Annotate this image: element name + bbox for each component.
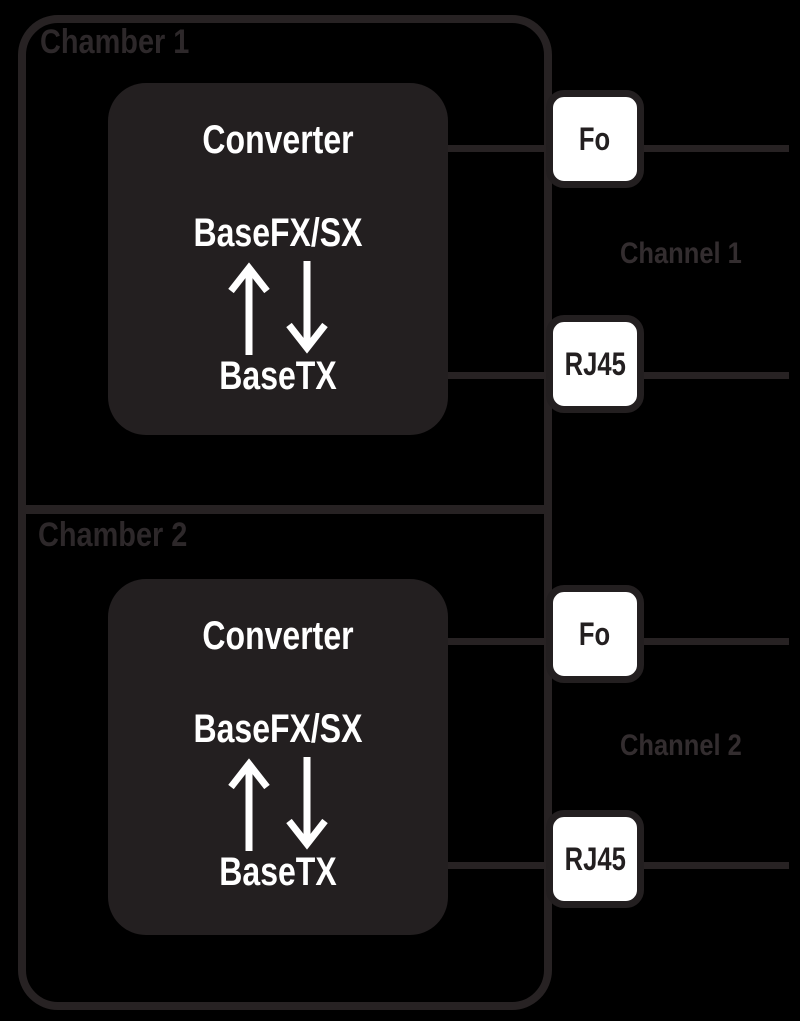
fo-port-2-box: Fo <box>546 585 644 683</box>
converter-1-direction-arrows <box>108 261 448 355</box>
chambers-outline <box>18 15 552 1010</box>
up-arrow-icon <box>227 757 271 851</box>
rj45-port-1-label: RJ45 <box>564 346 626 382</box>
fo-port-1-box: Fo <box>546 90 644 188</box>
down-arrow-icon <box>285 261 329 355</box>
connector-line <box>644 372 789 379</box>
connector-line <box>642 638 789 645</box>
fo-port-1-label: Fo <box>579 121 611 157</box>
chamber-divider-line <box>24 505 546 514</box>
rj45-port-2-label: RJ45 <box>564 841 626 877</box>
connector-line <box>642 145 789 152</box>
connector-line <box>448 145 548 152</box>
rj45-port-1-box: RJ45 <box>546 315 644 413</box>
converter-1-fiber-standard-label: BaseFX/SX <box>193 211 363 255</box>
chamber-2-label: Chamber 2 <box>38 516 188 554</box>
converter-1-box: Converter BaseFX/SX BaseTX <box>108 83 448 435</box>
rj45-port-2-box: RJ45 <box>546 810 644 908</box>
converter-2-fiber-standard-label: BaseFX/SX <box>193 707 363 751</box>
converter-1-copper-standard-label: BaseTX <box>219 354 337 398</box>
connector-line <box>448 638 548 645</box>
converter-2-title: Converter <box>202 614 354 658</box>
connector-line <box>642 862 789 869</box>
converter-2-box: Converter BaseFX/SX BaseTX <box>108 579 448 935</box>
channel-1-label: Channel 1 <box>620 237 742 270</box>
converter-2-direction-arrows <box>108 757 448 851</box>
down-arrow-icon <box>285 757 329 851</box>
converter-1-title: Converter <box>202 118 354 162</box>
connector-line <box>448 372 548 379</box>
up-arrow-icon <box>227 261 271 355</box>
connector-line <box>448 862 548 869</box>
chamber-1-label: Chamber 1 <box>40 23 190 61</box>
converter-2-copper-standard-label: BaseTX <box>219 850 337 894</box>
channel-2-label: Channel 2 <box>620 729 742 762</box>
fo-port-2-label: Fo <box>579 616 611 652</box>
